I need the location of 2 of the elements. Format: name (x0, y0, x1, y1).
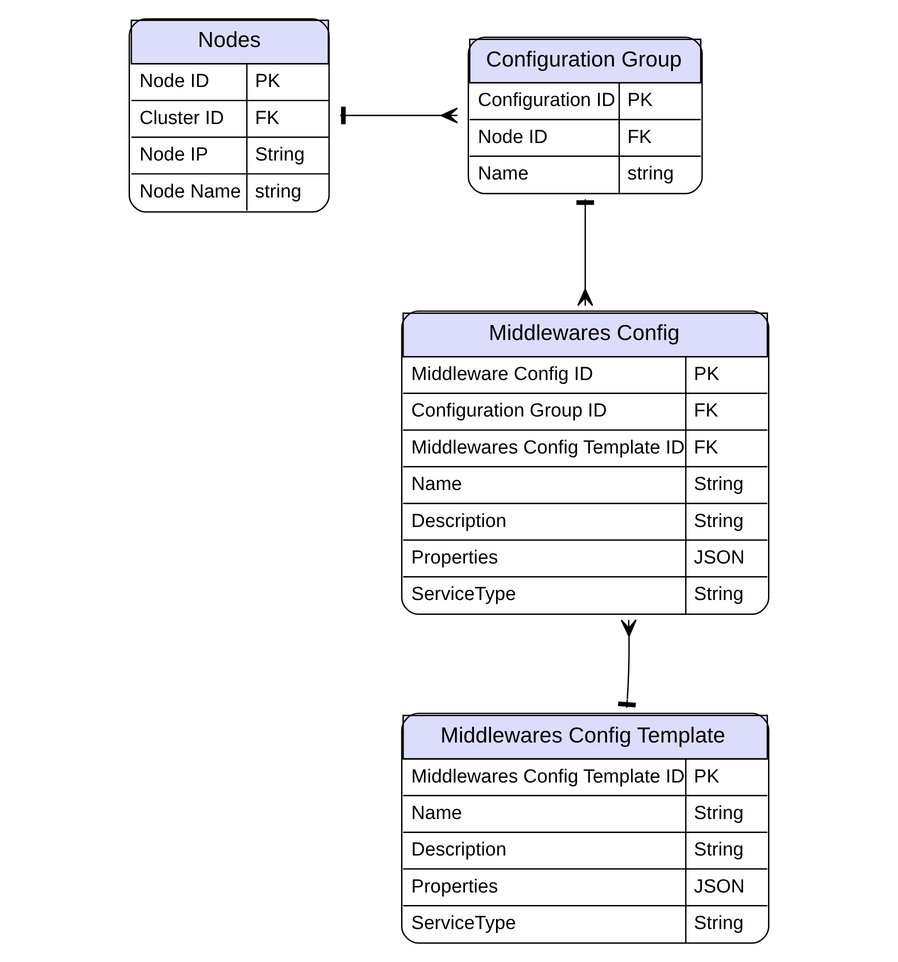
connector (576, 199, 594, 306)
connector (618, 619, 637, 708)
